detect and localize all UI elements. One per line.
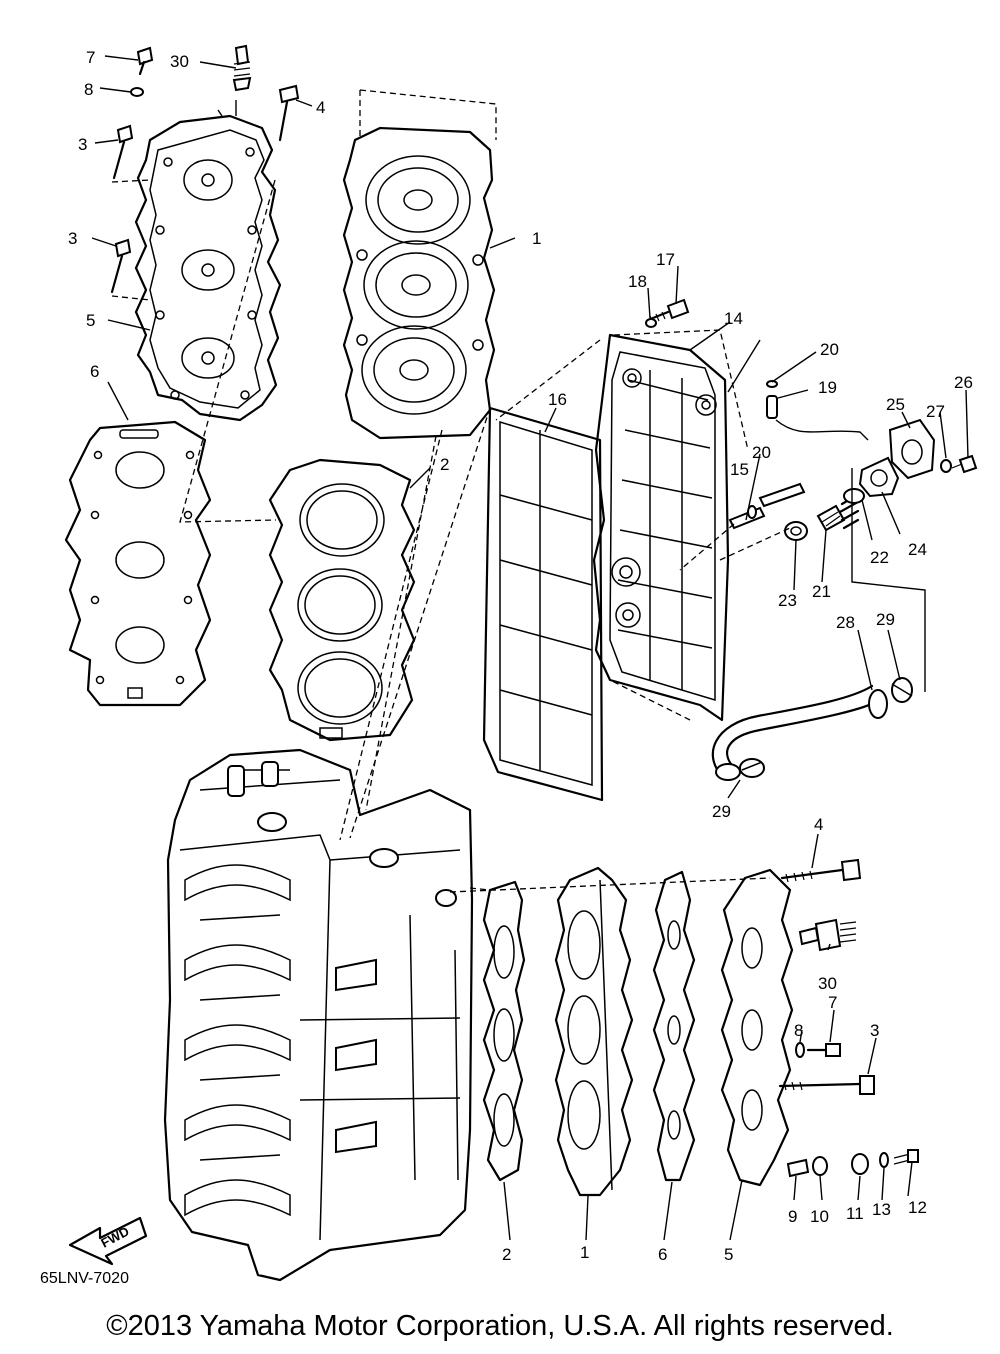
lower-cylinder-head-1: [554, 866, 634, 1197]
callout-30: 30: [818, 974, 837, 993]
callout-14: 14: [724, 309, 743, 328]
callout-3: 3: [870, 1021, 879, 1040]
leader-lines: [91, 55, 969, 1241]
upper-fasteners: [110, 44, 300, 294]
callout-20: 20: [820, 340, 839, 359]
callout-25: 25: [886, 395, 905, 414]
callout-3: 3: [68, 229, 77, 248]
callout-10: 10: [810, 1207, 829, 1226]
callout-19: 19: [818, 378, 837, 397]
head-gasket-top: [268, 458, 416, 742]
exhaust-cover-gasket: [482, 406, 604, 802]
callout-labels: 7 30 8 4 3 3 1 5 6 2 17 18 14 20 19 16 2…: [68, 48, 973, 1264]
callout-18: 18: [628, 272, 647, 291]
callout-6: 6: [658, 1245, 667, 1264]
callout-2: 2: [502, 1245, 511, 1264]
callout-2: 2: [440, 455, 449, 474]
copyright-notice: ©2013 Yamaha Motor Corporation, U.S.A. A…: [106, 1310, 894, 1342]
callout-9: 9: [788, 1207, 797, 1226]
callout-7: 7: [86, 48, 95, 67]
callout-27: 27: [926, 402, 945, 421]
lower-fasteners: [778, 858, 919, 1178]
callout-11: 11: [846, 1204, 864, 1223]
callout-5: 5: [724, 1245, 733, 1264]
callout-21: 21: [812, 582, 831, 601]
water-hose: [711, 677, 913, 781]
callout-1: 1: [532, 229, 541, 248]
callout-4: 4: [814, 815, 823, 834]
lower-head-cover-5: [720, 868, 794, 1187]
callout-6: 6: [90, 362, 99, 381]
callout-3: 3: [78, 135, 87, 154]
callout-22: 22: [870, 548, 889, 567]
exhaust-outer-cover: [592, 333, 730, 722]
callout-8: 8: [794, 1021, 803, 1040]
callout-26: 26: [954, 373, 973, 392]
callout-15: 15: [730, 460, 749, 479]
cylinder-head-top: [342, 126, 496, 440]
cylinder-block: [163, 748, 474, 1282]
callout-8: 8: [84, 80, 93, 99]
callout-5: 5: [86, 311, 95, 330]
lower-gasket-6: [652, 870, 696, 1182]
small-parts-upper: [645, 298, 978, 692]
head-cover-top: [134, 114, 282, 422]
fwd-arrow: FWD: [68, 1216, 148, 1266]
callout-12: 12: [908, 1198, 927, 1217]
callout-13: 13: [872, 1200, 891, 1219]
callout-4: 4: [316, 98, 325, 117]
lower-gasket-2: [482, 880, 526, 1182]
callout-29: 29: [712, 802, 731, 821]
callout-16: 16: [548, 390, 567, 409]
callout-30: 30: [170, 52, 189, 71]
callout-28: 28: [836, 613, 855, 632]
head-gasket-plate: [64, 420, 212, 707]
callout-20: 20: [752, 443, 771, 462]
callout-29: 29: [876, 610, 895, 629]
diagram-code: 65LNV-7020: [40, 1270, 129, 1287]
callout-17: 17: [656, 250, 675, 269]
callout-1: 1: [580, 1243, 589, 1262]
callout-23: 23: [778, 591, 797, 610]
callout-7: 7: [828, 993, 837, 1012]
callout-24: 24: [908, 540, 927, 559]
